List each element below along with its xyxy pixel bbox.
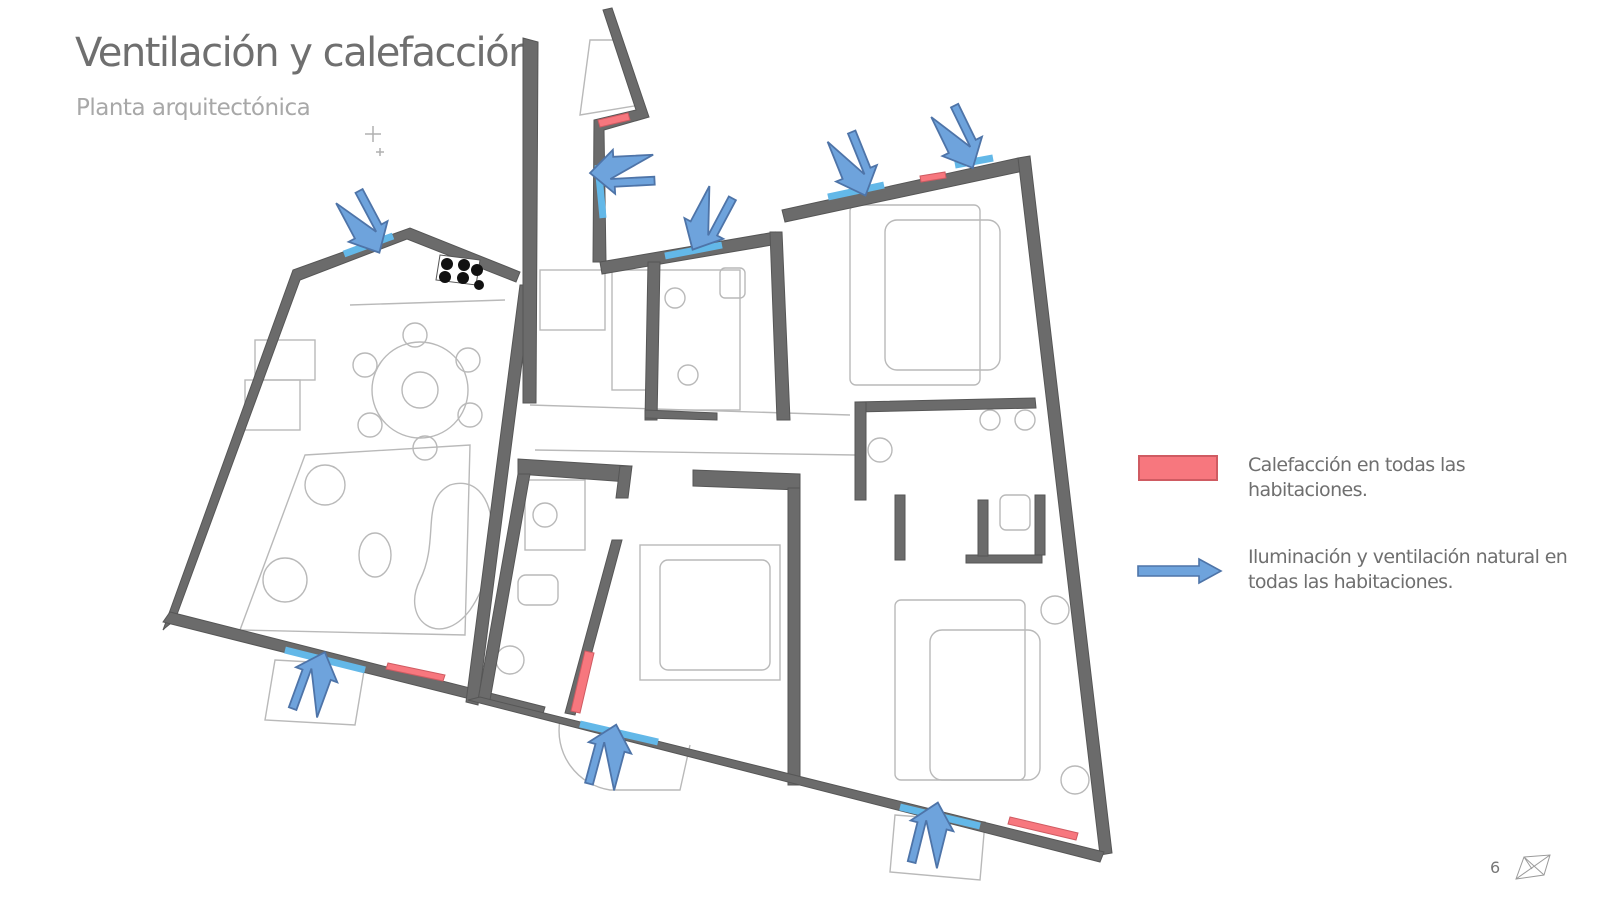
- ventilation-arrows: [281, 99, 994, 871]
- page-number: 6: [1490, 858, 1501, 877]
- page-title: Ventilación y calefacción: [75, 30, 533, 76]
- cooktop-icon: [435, 254, 484, 290]
- ventilation-legend-label: Iluminación y ventilación natural en tod…: [1248, 546, 1568, 593]
- heating-radiators: [385, 112, 1079, 841]
- polygon-logo-icon: [1515, 854, 1551, 880]
- heating-legend-swatch: [1138, 455, 1218, 481]
- sparkle-icon: [365, 126, 384, 156]
- ventilation-legend-arrow-icon: [1137, 557, 1223, 585]
- heating-legend-label: Calefacción en todas las habitaciones.: [1248, 454, 1466, 501]
- page-subtitle: Planta arquitectónica: [76, 95, 311, 121]
